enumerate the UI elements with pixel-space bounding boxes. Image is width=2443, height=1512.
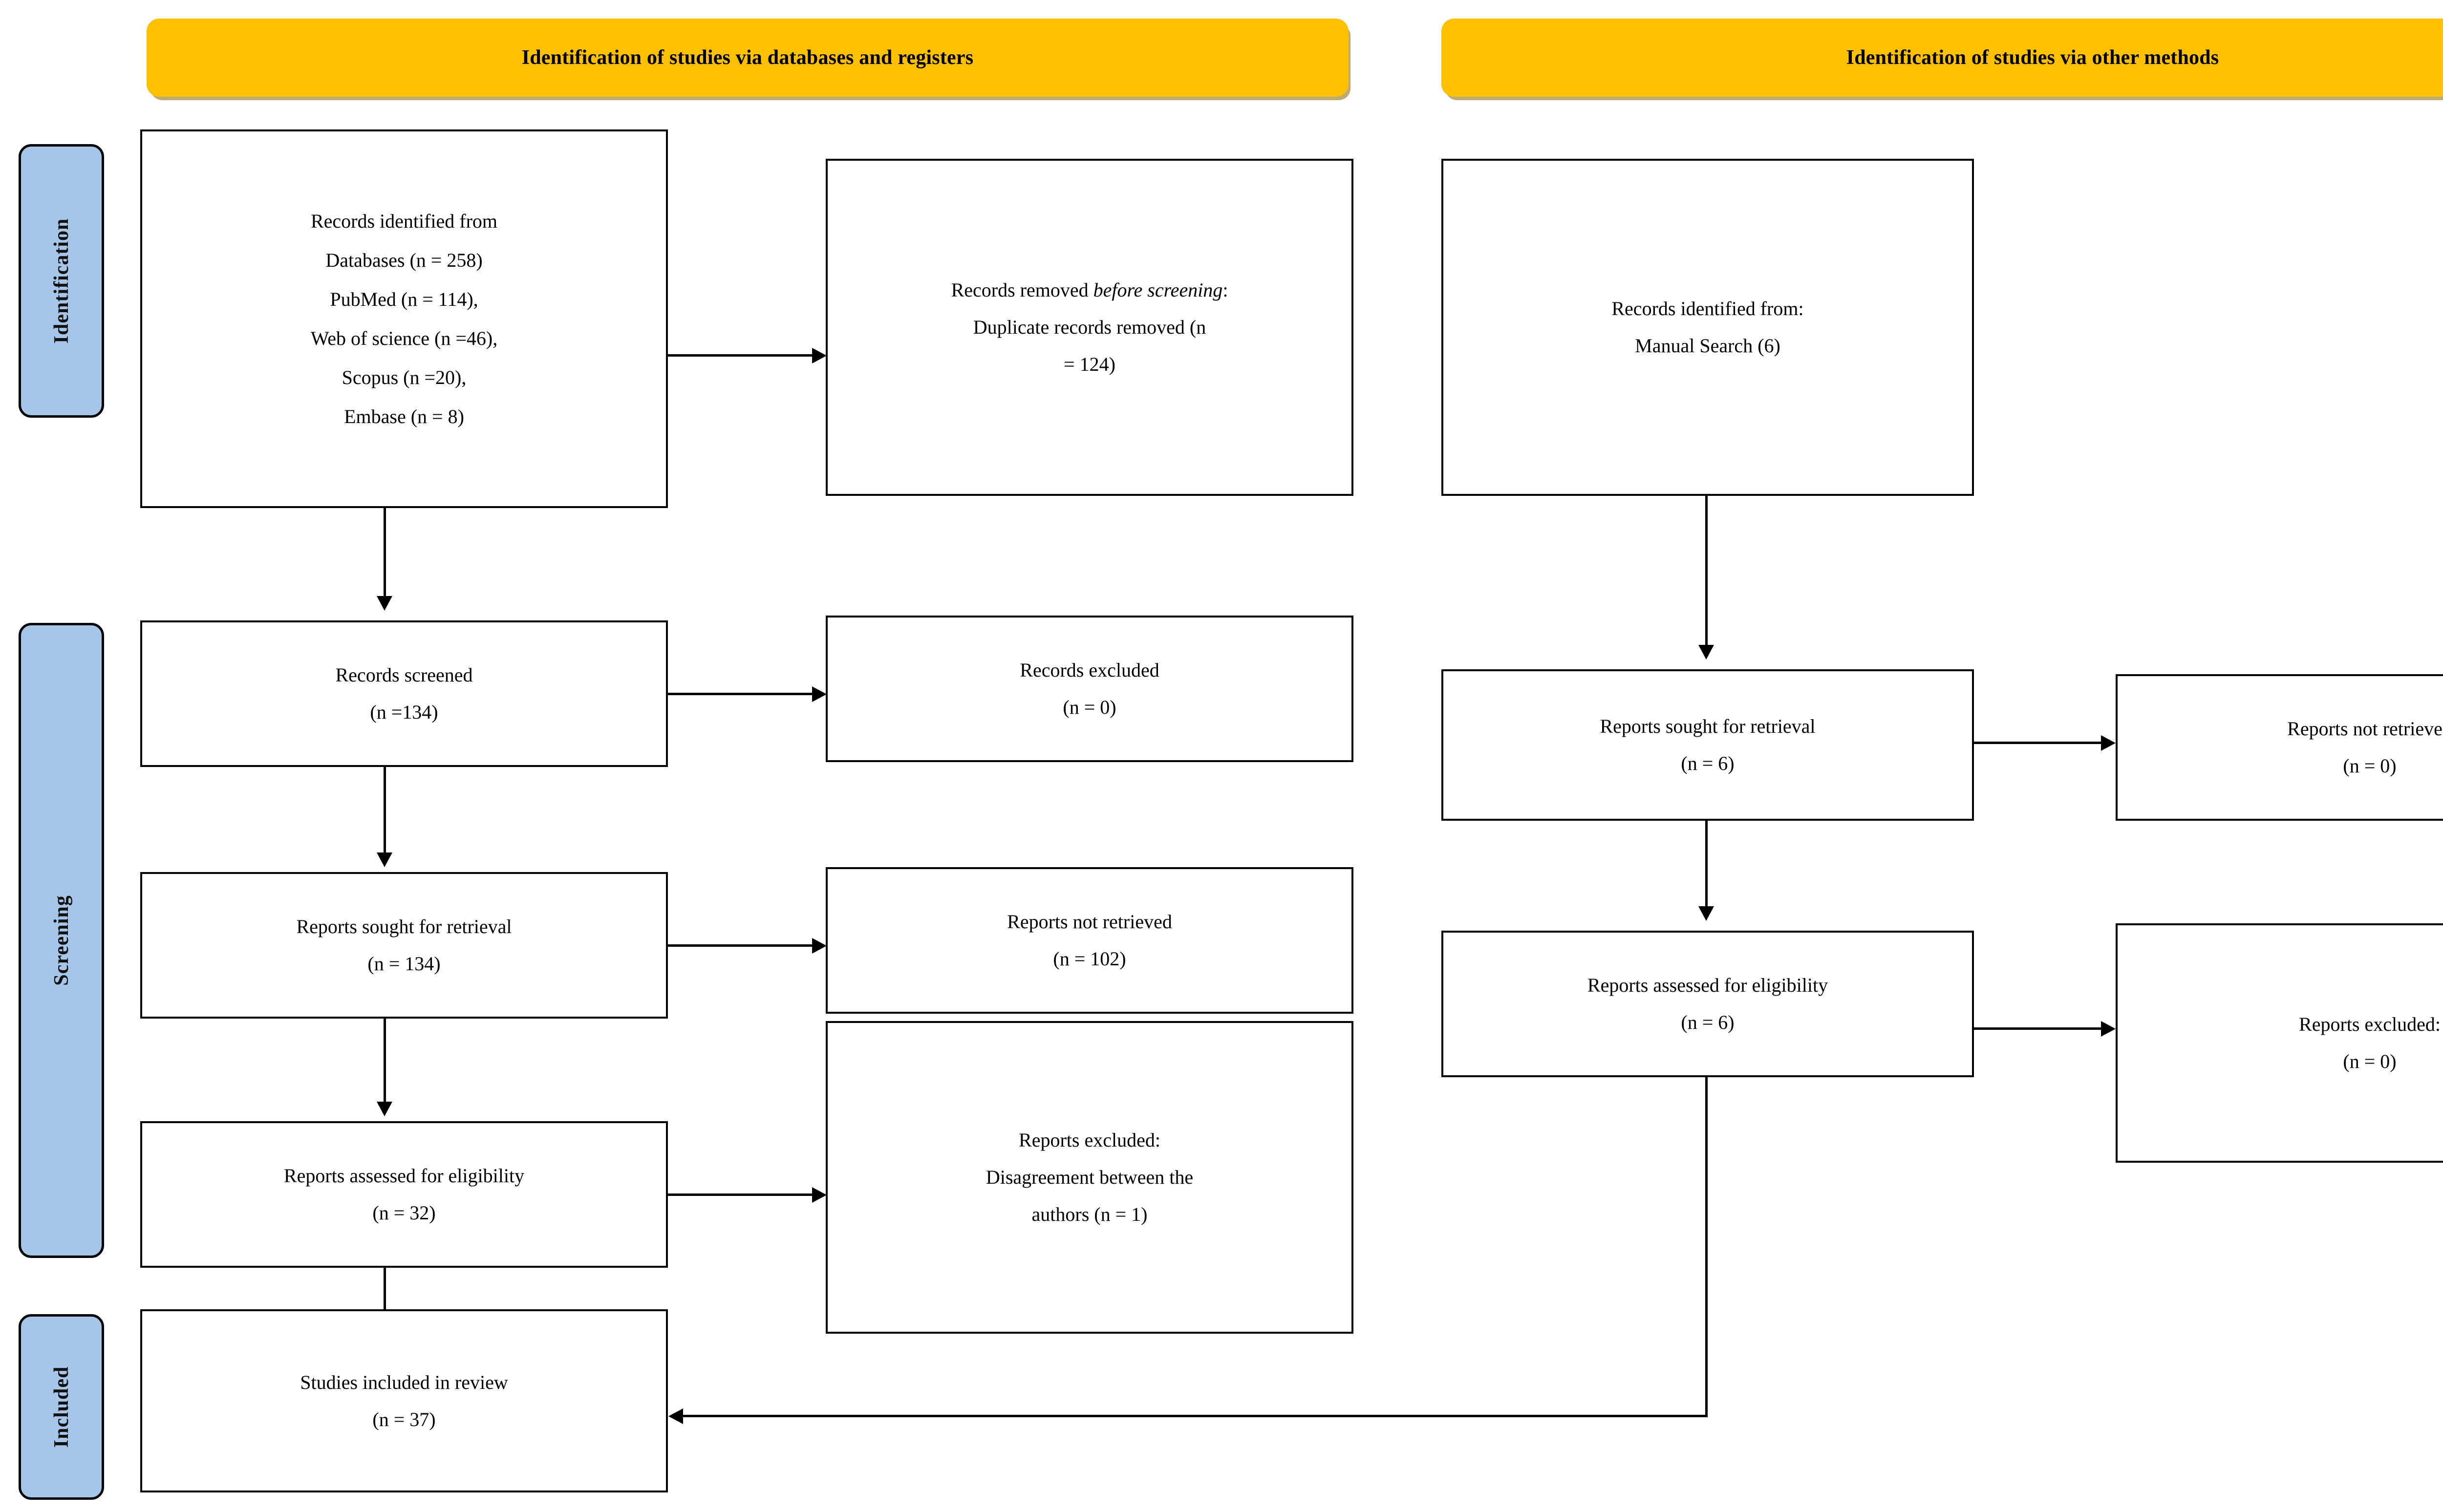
records-removed-italic: before screening [1093,279,1223,301]
records-identified-other-line-1: Records identified from: [1611,298,1804,319]
connector-right-elbow-horizontal [682,1415,1708,1417]
box-studies-included: Studies included in review (n = 37) [140,1309,668,1492]
arrowhead-assessed-to-excluded-left [812,1187,827,1203]
reports-sought-right-line-2: (n = 6) [1681,752,1735,774]
reports-excluded-left-line-3: authors (n = 1) [1031,1203,1148,1225]
reports-sought-right-line-1: Reports sought for retrieval [1600,715,1816,737]
reports-sought-left-line-2: (n = 134) [367,953,441,975]
reports-not-retrieved-right-line-2: (n = 0) [2343,755,2397,777]
records-removed-line-3: = 124) [1064,353,1115,375]
stage-label-included: Included [50,1366,73,1448]
connector-identified-other-to-sought-right [1705,496,1708,647]
connector-sought-to-notretrieved-right [1974,742,2103,744]
reports-not-retrieved-left-line-2: (n = 102) [1053,948,1126,970]
reports-excluded-left-line-1: Reports excluded: [1019,1129,1160,1151]
arrowhead-right-elbow-to-included [668,1408,683,1424]
header-databases-registers-label: Identification of studies via databases … [521,46,974,69]
connector-identified-to-removed [668,354,814,357]
records-screened-line-2: (n =134) [370,701,438,723]
reports-assessed-left-line-1: Reports assessed for eligibility [283,1165,525,1187]
connector-screened-to-sought [384,767,386,855]
studies-included-line-1: Studies included in review [300,1371,508,1393]
connector-assessed-to-included [384,1268,386,1339]
box-records-identified-other: Records identified from: Manual Search (… [1441,159,1974,496]
box-reports-assessed-right: Reports assessed for eligibility (n = 6) [1441,931,1974,1077]
box-reports-sought-left: Reports sought for retrieval (n = 134) [140,872,668,1019]
records-identified-other-line-2: Manual Search (6) [1635,335,1780,357]
records-removed-line-2: Duplicate records removed (n [973,316,1206,338]
connector-identified-to-screened [384,508,386,598]
stage-bar-identification: Identification [19,144,104,418]
records-removed-prefix: Records removed [951,279,1093,301]
stage-bar-included: Included [19,1314,104,1500]
reports-sought-left-line-1: Reports sought for retrieval [296,916,512,937]
records-identified-line-6: Embase (n = 8) [344,405,464,427]
stage-label-screening: Screening [50,895,73,986]
arrowhead-sought-to-notretrieved-left [812,938,827,954]
box-reports-excluded-right: Reports excluded: (n = 0) [2116,923,2443,1163]
reports-excluded-right-line-1: Reports excluded: [2299,1013,2441,1035]
connector-right-elbow-vertical [1705,1077,1708,1417]
reports-excluded-left-line-2: Disagreement between the [986,1166,1194,1188]
connector-sought-to-notretrieved-left [668,944,814,947]
header-databases-registers: Identification of studies via databases … [147,19,1349,97]
records-identified-line-3: PubMed (n = 114), [330,288,478,310]
box-reports-not-retrieved-right: Reports not retrieved (n = 0) [2116,674,2443,821]
connector-sought-to-assessed-right [1705,821,1708,909]
reports-assessed-right-line-2: (n = 6) [1681,1011,1735,1033]
arrowhead-sought-to-assessed-left [377,1102,392,1116]
connector-sought-to-assessed-left [384,1019,386,1104]
stage-label-identification: Identification [50,218,73,344]
header-other-methods-label: Identification of studies via other meth… [1846,46,2219,69]
box-records-removed: Records removed before screening: Duplic… [826,159,1353,496]
studies-included-line-2: (n = 37) [372,1408,436,1430]
box-reports-not-retrieved-left: Reports not retrieved (n = 102) [826,867,1353,1014]
reports-excluded-right-line-2: (n = 0) [2343,1050,2397,1072]
arrowhead-identified-to-screened [377,596,392,611]
records-screened-line-1: Records screened [335,664,473,686]
records-identified-line-2: Databases (n = 258) [325,249,483,271]
reports-not-retrieved-right-line-1: Reports not retrieved [2287,718,2443,740]
arrowhead-sought-to-notretrieved-right [2101,735,2116,751]
records-excluded-line-2: (n = 0) [1063,696,1116,718]
box-reports-excluded-left: Reports excluded: Disagreement between t… [826,1021,1353,1334]
arrowhead-sought-to-assessed-right [1698,906,1714,921]
arrowhead-screened-to-excluded [812,686,827,702]
box-records-screened: Records screened (n =134) [140,620,668,767]
arrowhead-identified-to-removed [812,348,827,363]
connector-assessed-to-excluded-right [1974,1027,2103,1030]
records-removed-line-1: Records removed before screening: [951,272,1228,309]
arrowhead-identified-other-to-sought-right [1698,645,1714,660]
box-records-excluded: Records excluded (n = 0) [826,616,1353,762]
records-identified-line-5: Scopus (n =20), [342,366,467,388]
box-reports-assessed-left: Reports assessed for eligibility (n = 32… [140,1121,668,1268]
stage-bar-screening: Screening [19,623,104,1258]
records-identified-line-4: Web of science (n =46), [310,327,498,349]
connector-screened-to-excluded [668,693,814,695]
reports-assessed-left-line-2: (n = 32) [372,1202,436,1224]
box-reports-sought-right: Reports sought for retrieval (n = 6) [1441,669,1974,821]
arrowhead-screened-to-sought [377,852,392,867]
records-removed-suffix: : [1222,279,1228,301]
connector-assessed-to-excluded-left [668,1193,814,1196]
box-records-identified: Records identified from Databases (n = 2… [140,129,668,508]
arrowhead-assessed-to-excluded-right [2101,1021,2116,1037]
reports-not-retrieved-left-line-1: Reports not retrieved [1007,911,1172,933]
records-excluded-line-1: Records excluded [1020,659,1159,681]
header-other-methods: Identification of studies via other meth… [1441,19,2443,97]
records-identified-line-1: Records identified from [310,210,498,232]
reports-assessed-right-line-1: Reports assessed for eligibility [1587,974,1828,996]
